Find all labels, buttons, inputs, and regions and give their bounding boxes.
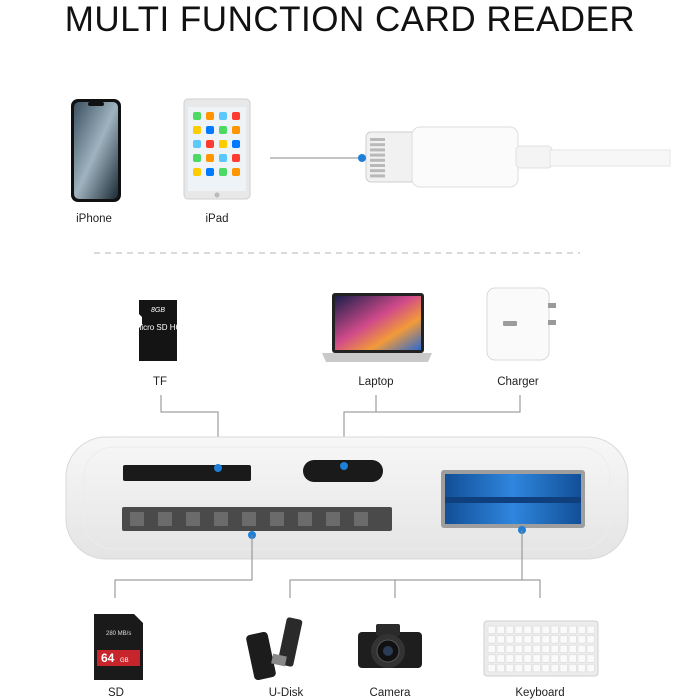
svg-text:64: 64: [101, 651, 115, 665]
lightning-connector: [270, 126, 671, 188]
label-ipad: iPad: [205, 213, 229, 225]
lightning-dot: [358, 154, 366, 162]
svg-text:280 MB/s: 280 MB/s: [106, 631, 131, 637]
charger-image: [486, 287, 556, 361]
label-keyboard: Keyboard: [515, 687, 565, 699]
label-camera: Camera: [369, 687, 411, 699]
label-udisk: U-Disk: [268, 687, 304, 699]
label-sd: SD: [108, 687, 124, 699]
camera-image: [358, 624, 422, 668]
svg-text:micro SD HC: micro SD HC: [135, 323, 182, 332]
tf-card-image: 8GB micro SD HC: [135, 300, 182, 361]
bottom-connector-lines: [114, 530, 541, 598]
page-title: MULTI FUNCTION CARD READER: [64, 0, 636, 39]
tf-slot[interactable]: [123, 465, 251, 481]
tf-slot-dot: [214, 464, 222, 472]
usb-c-dot: [340, 462, 348, 470]
iphone-image: [71, 99, 121, 202]
usb-a-port[interactable]: [441, 470, 585, 528]
svg-text:8GB: 8GB: [151, 307, 165, 314]
label-charger: Charger: [497, 376, 539, 388]
keyboard-image: [483, 620, 599, 677]
usb-c-port[interactable]: [303, 460, 383, 482]
svg-text:GB: GB: [120, 658, 129, 664]
label-laptop: Laptop: [358, 376, 394, 388]
label-tf: TF: [152, 376, 168, 388]
sd-card-image: 280 MB/s 64 GB: [94, 614, 143, 680]
label-iphone: iPhone: [76, 213, 112, 225]
laptop-image: [322, 293, 432, 362]
udisk-image: [246, 617, 303, 681]
ipad-image: [183, 98, 251, 200]
